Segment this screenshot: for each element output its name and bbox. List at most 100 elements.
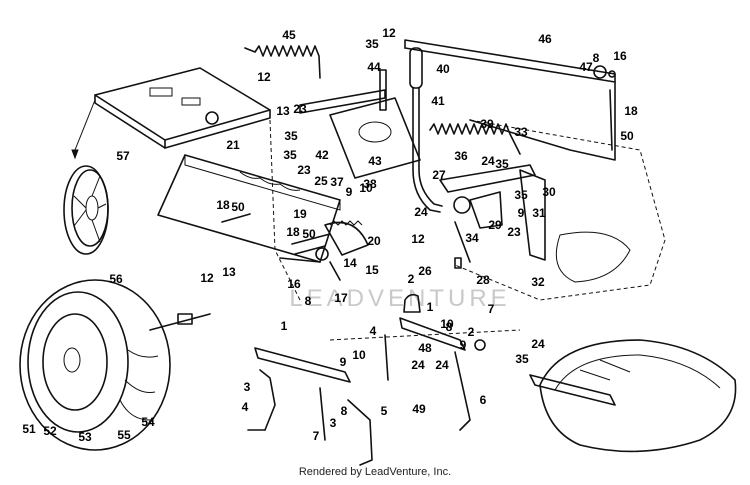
callout-49: 49 [412,402,426,416]
callout-1: 1 [427,300,434,314]
callout-20: 20 [367,234,381,248]
rear-panel [404,39,616,161]
callout-47: 47 [579,60,593,74]
watermark: LEADVENTURE [289,285,510,312]
callout-4: 4 [242,400,249,414]
callout-24: 24 [531,337,545,351]
callout-42: 42 [315,148,329,162]
lift-linkage [439,164,546,269]
callout-24: 24 [414,205,428,219]
callout-4: 4 [370,324,377,338]
callout-32: 32 [531,275,545,289]
callout-34: 34 [465,231,479,245]
callout-29: 29 [488,218,502,232]
callout-52: 52 [43,424,57,438]
callout-9: 9 [518,206,525,220]
callout-23: 23 [507,225,521,239]
callout-46: 46 [538,32,552,46]
callout-26: 26 [418,264,432,278]
callout-39: 39 [480,117,494,131]
callout-15: 15 [365,263,379,277]
spring-39 [429,123,521,155]
callout-35: 35 [515,352,529,366]
callout-33: 33 [514,125,528,139]
callout-24: 24 [411,358,425,372]
callout-21: 21 [226,138,240,152]
hubcap [63,165,109,255]
callout-16: 16 [613,49,627,63]
callout-9: 9 [460,338,467,352]
callout-50: 50 [620,129,634,143]
callout-37: 37 [330,175,344,189]
callout-48: 48 [418,341,432,355]
callout-8: 8 [341,404,348,418]
callout-3: 3 [330,416,337,430]
callout-8: 8 [446,320,453,334]
callout-10: 10 [440,317,454,331]
callout-44: 44 [367,60,381,74]
spring-45 [244,45,321,79]
callout-17: 17 [334,291,348,305]
callout-25: 25 [314,174,328,188]
callout-35: 35 [495,157,509,171]
callout-35: 35 [365,37,379,51]
callout-31: 31 [532,206,546,220]
callout-8: 8 [305,294,312,308]
mower-deck [529,339,737,453]
callout-18: 18 [286,225,300,239]
callout-30: 30 [542,185,556,199]
callout-12: 12 [200,271,214,285]
callout-53: 53 [78,430,92,444]
callout-24: 24 [435,358,449,372]
callout-55: 55 [117,428,131,442]
callout-2: 2 [408,272,415,286]
callout-8: 8 [593,51,600,65]
callout-56: 56 [109,272,123,286]
callout-9: 9 [346,185,353,199]
callout-18: 18 [216,198,230,212]
callout-9: 9 [340,355,347,369]
callout-1: 1 [281,319,288,333]
callout-38: 38 [363,177,377,191]
credit-text: Rendered by LeadVenture, Inc. [298,466,452,478]
callout-23: 23 [293,102,307,116]
callout-36: 36 [454,149,468,163]
callout-3: 3 [244,380,251,394]
callout-43: 43 [368,154,382,168]
callout-51: 51 [22,422,36,436]
callout-54: 54 [141,415,155,429]
callout-27: 27 [432,168,446,182]
side-panel [157,154,341,263]
callout-18: 18 [624,104,638,118]
callout-23: 23 [297,163,311,177]
callout-10: 10 [359,181,373,195]
callout-12: 12 [257,70,271,84]
callout-35: 35 [283,148,297,162]
lift-bracket [299,69,421,179]
callout-19: 19 [293,207,307,221]
callout-2: 2 [468,325,475,339]
callout-14: 14 [343,256,357,270]
rear-wheel [19,279,211,451]
callout-16: 16 [287,277,301,291]
callout-41: 41 [431,94,445,108]
callout-24: 24 [481,154,495,168]
callout-35: 35 [284,129,298,143]
lift-arm-right [384,293,486,431]
callout-40: 40 [436,62,450,76]
sector-plate [324,220,369,256]
callout-12: 12 [411,232,425,246]
callout-7: 7 [313,429,320,443]
callout-7: 7 [488,302,495,316]
callout-13: 13 [222,265,236,279]
callout-50: 50 [302,227,316,241]
lift-handle [409,47,443,213]
callout-45: 45 [282,28,296,42]
callouts: 1 1 2 2 3 3 4 4 5 6 7 7 8 8 8 8 9 9 9 9 … [22,26,638,444]
callout-5: 5 [381,404,388,418]
callout-50: 50 [231,200,245,214]
callout-12: 12 [382,26,396,40]
callout-57: 57 [116,149,130,163]
callout-28: 28 [476,273,490,287]
